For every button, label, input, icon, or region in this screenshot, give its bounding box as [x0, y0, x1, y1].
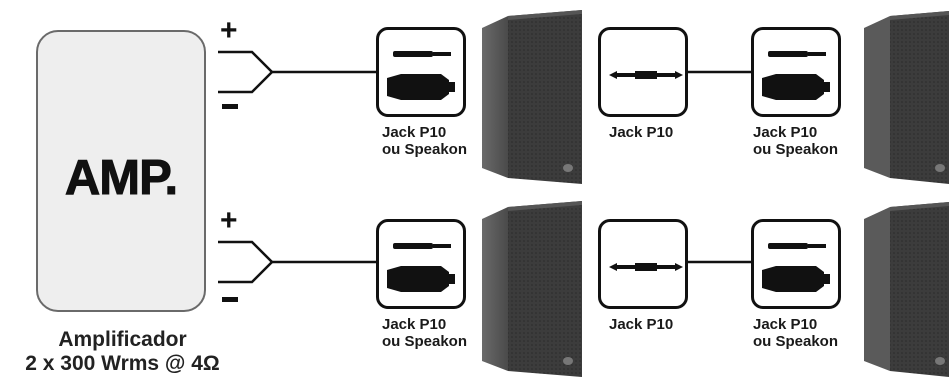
- connector-label-line2: ou Speakon: [753, 141, 839, 158]
- speakon-jack-connector-icon: [751, 27, 841, 117]
- amplifier-label: AMP.: [64, 151, 178, 206]
- connector-label-line2: ou Speakon: [382, 141, 468, 158]
- amp-output-fork-top: [218, 50, 274, 94]
- jack-p10-cable-icon: [598, 219, 688, 309]
- speakon-jack-connector-icon: [751, 219, 841, 309]
- speaker-cabinet-icon: [482, 10, 582, 184]
- amplifier-caption-name: Amplificador: [58, 328, 187, 351]
- amplifier-caption-spec: 2 x 300 Wrms @ 4Ω: [25, 352, 220, 375]
- connector-label-line2: ou Speakon: [753, 333, 839, 350]
- speakon-jack-connector-icon: [376, 219, 466, 309]
- plus-sign-bottom: +: [220, 204, 238, 237]
- speakon-jack-connector-icon: [376, 27, 466, 117]
- connector-label-line2: ou Speakon: [382, 333, 468, 350]
- speaker-cabinet-icon: [864, 202, 949, 377]
- connector-label-row1-b: Jack P10 ou Speakon: [753, 124, 838, 158]
- connector-label-row2-a: Jack P10 ou Speakon: [382, 316, 467, 350]
- minus-sign-bottom: [222, 297, 238, 302]
- amplifier-box: AMP.: [36, 30, 206, 312]
- link-label-row1: Jack P10: [609, 124, 674, 141]
- connector-label-line1: Jack P10: [382, 316, 447, 333]
- jack-p10-cable-icon: [598, 27, 688, 117]
- connector-label-row2-b: Jack P10 ou Speakon: [753, 316, 838, 350]
- speaker-cabinet-icon: [864, 11, 949, 184]
- plus-sign-top: +: [220, 14, 238, 47]
- amp-output-fork-bottom: [218, 240, 274, 284]
- connector-label-row1-a: Jack P10 ou Speakon: [382, 124, 467, 158]
- link-label-row2: Jack P10: [609, 316, 674, 333]
- connector-label-line1: Jack P10: [753, 316, 818, 333]
- connector-label-line1: Jack P10: [382, 124, 447, 141]
- connector-label-line1: Jack P10: [753, 124, 818, 141]
- amplifier-caption: Amplificador 2 x 300 Wrms @ 4Ω: [0, 328, 245, 376]
- speaker-cabinet-icon: [482, 201, 582, 377]
- minus-sign-top: [222, 104, 238, 109]
